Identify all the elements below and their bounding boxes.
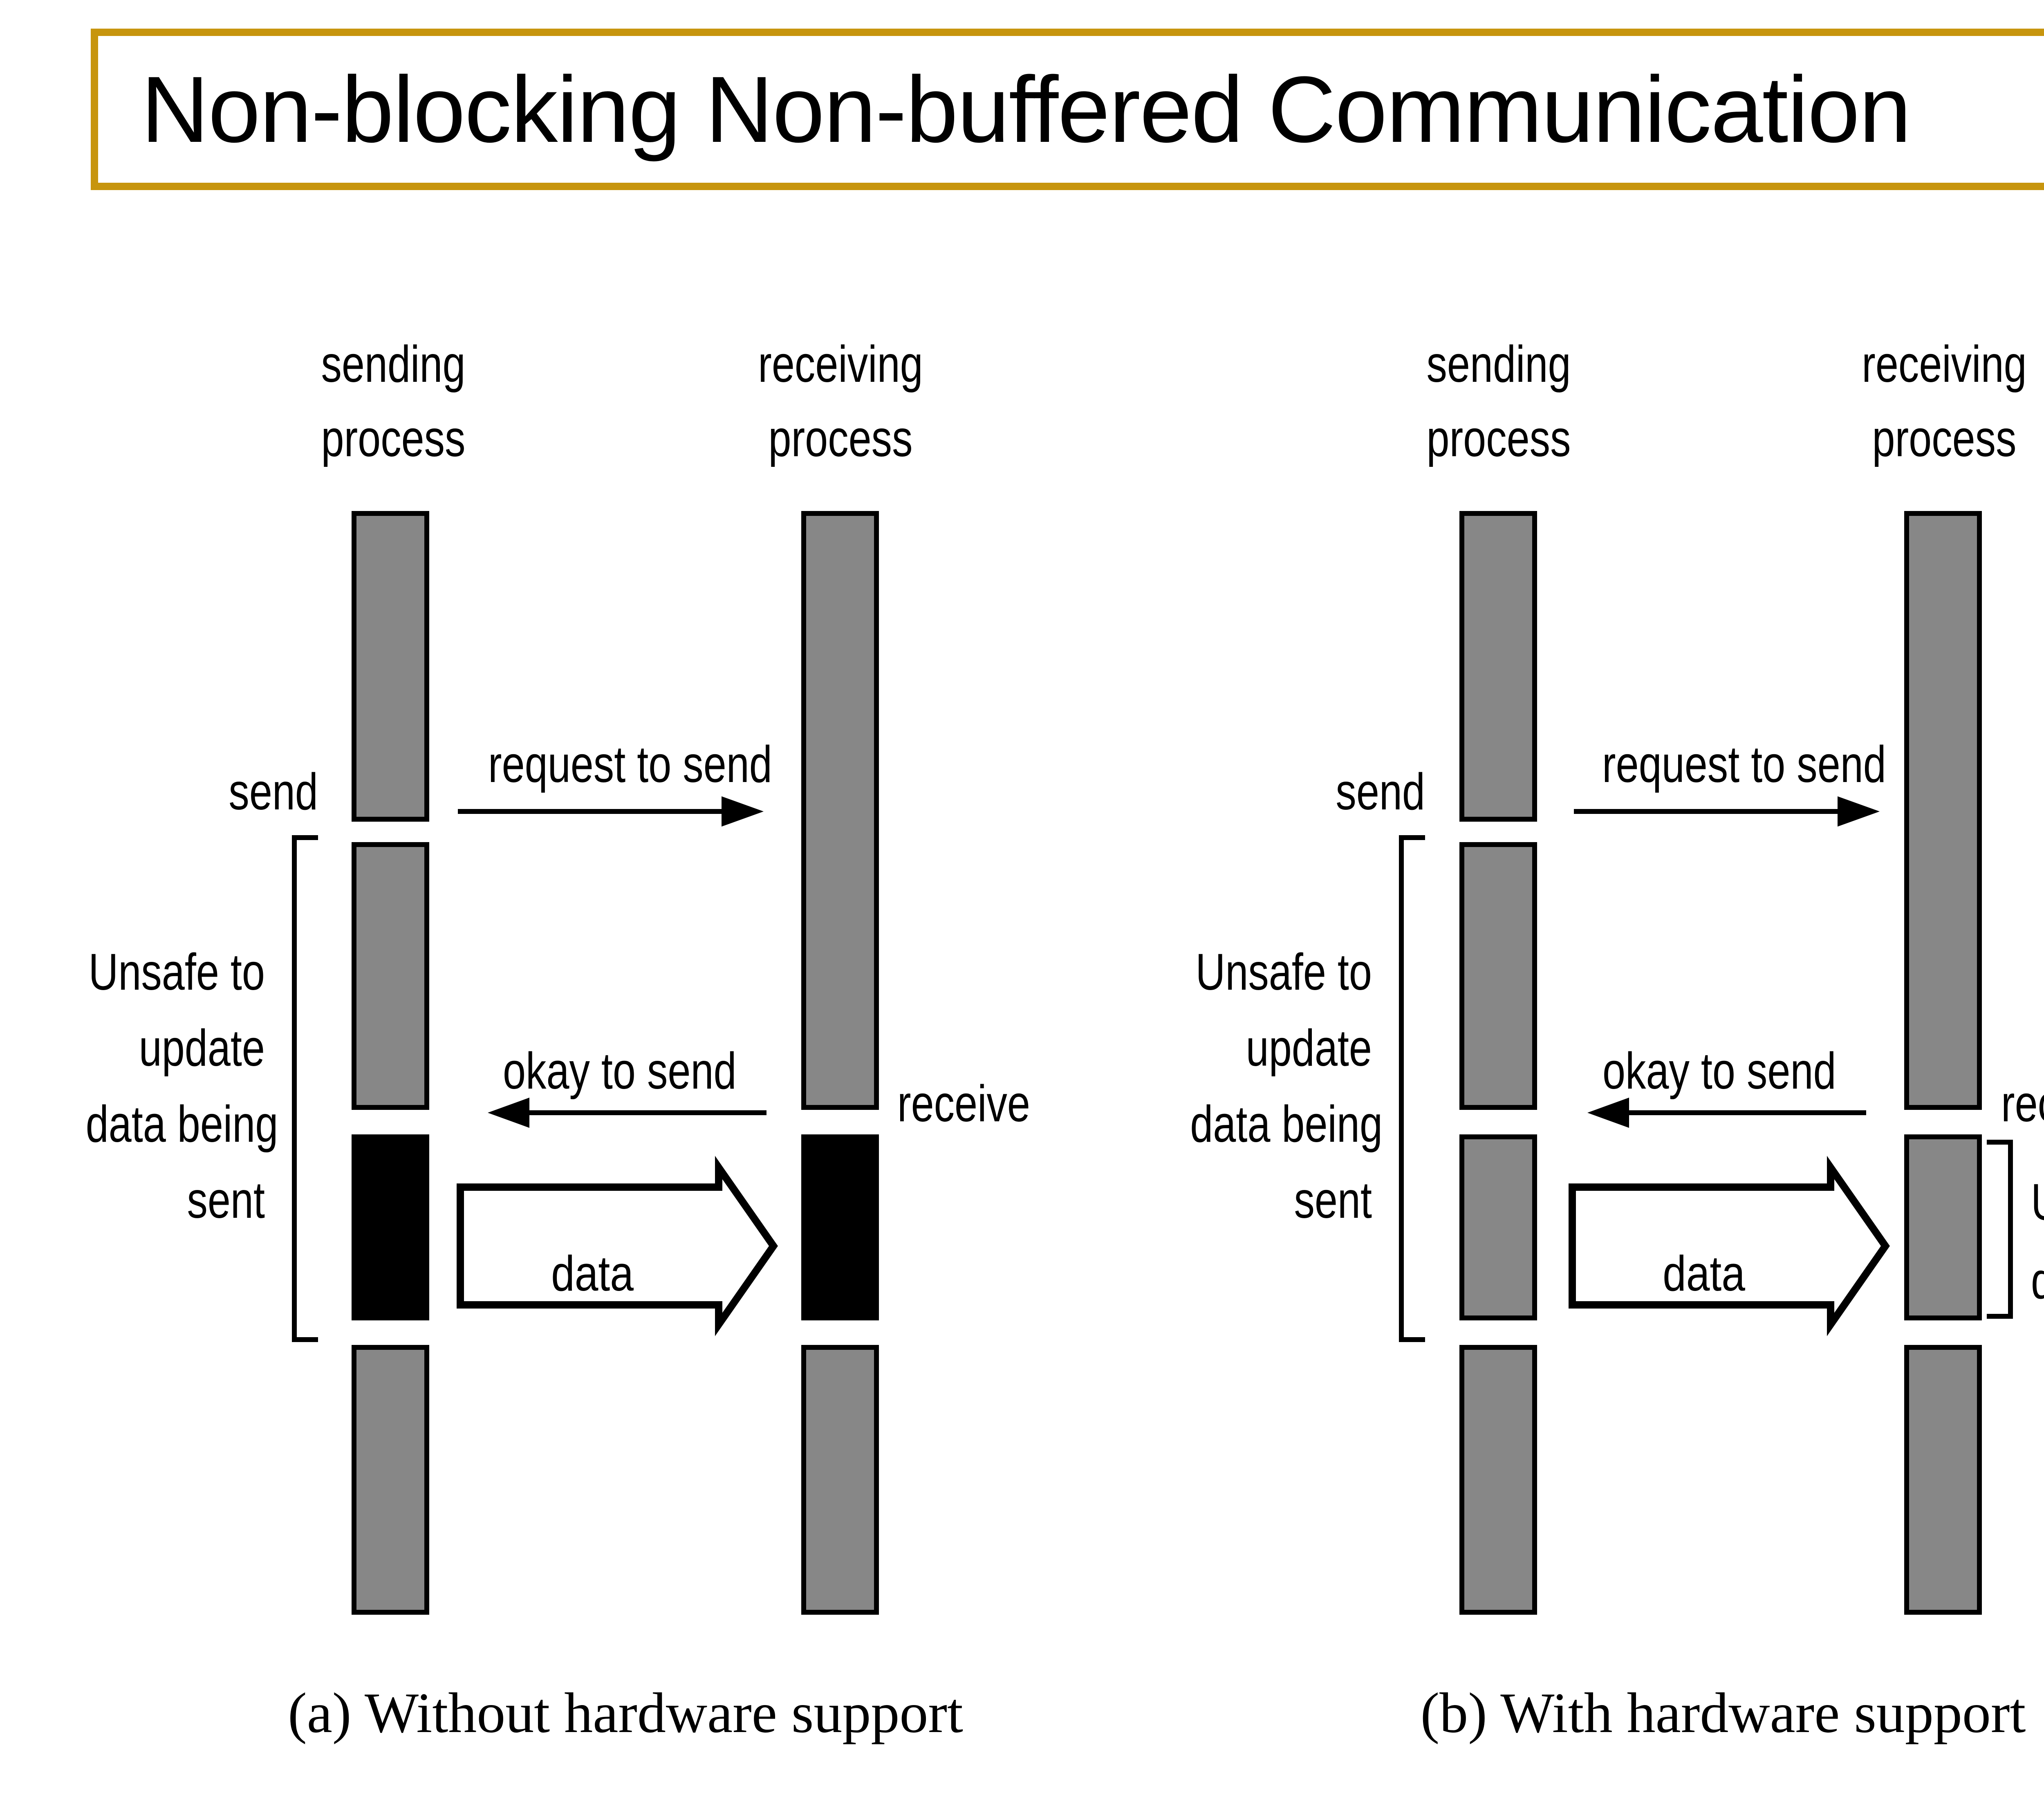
receiving-process-label-b: receiving process xyxy=(1862,335,2027,467)
timeline-segment xyxy=(1459,511,1537,822)
title-box: Non-blocking Non-buffered Communication xyxy=(91,29,2044,190)
request-to-send-arrow-right-icon xyxy=(458,796,764,827)
receive-label-a: receive xyxy=(897,1075,1030,1132)
request-to-send-label-b: request to send xyxy=(1602,735,1886,793)
data-label-b: data xyxy=(1663,1246,1745,1301)
timeline-segment xyxy=(801,511,879,1110)
timeline-segment xyxy=(801,1345,879,1615)
unsafe-read-bracket-b xyxy=(1987,1140,2013,1319)
okay-to-send-arrow-left-icon xyxy=(1587,1098,1866,1128)
timeline-segment xyxy=(1459,1345,1537,1615)
unsafe-update-bracket-a xyxy=(292,835,318,1342)
unsafe-update-label-b: Unsafe to update data being sent xyxy=(1190,943,1383,1229)
page-title: Non-blocking Non-buffered Communication xyxy=(141,57,1911,162)
timeline-segment xyxy=(352,511,429,822)
okay-to-send-label-b: okay to send xyxy=(1602,1042,1836,1100)
timeline-segment xyxy=(352,1345,429,1615)
timeline-segment xyxy=(1904,1134,1982,1320)
timeline-segment xyxy=(1904,1345,1982,1615)
receiving-process-label-a: receiving process xyxy=(758,335,923,467)
unsafe-update-bracket-b xyxy=(1399,835,1425,1342)
timeline-segment xyxy=(1459,1134,1537,1320)
send-label-a: send xyxy=(229,763,318,820)
okay-to-send-arrow-left-icon xyxy=(488,1098,766,1128)
sending-process-label-a: sending process xyxy=(321,335,466,467)
request-to-send-label-a: request to send xyxy=(488,735,772,793)
caption-b: (b) With hardware support xyxy=(1420,1681,2026,1745)
data-block-arrow-b xyxy=(1569,1156,1890,1336)
receive-label-b: receive xyxy=(2001,1075,2044,1132)
request-to-send-arrow-right-icon xyxy=(1574,796,1880,827)
data-block-arrow-a xyxy=(457,1156,778,1336)
data-label-a: data xyxy=(551,1246,634,1301)
send-label-b: send xyxy=(1336,763,1425,820)
timeline-segment xyxy=(1904,511,1982,1110)
unsafe-update-label-a: Unsafe to update data being sent xyxy=(85,943,278,1229)
timeline-segment-unsafe xyxy=(352,1134,429,1320)
caption-a: (a) Without hardware support xyxy=(288,1681,963,1745)
timeline-segment-unsafe xyxy=(801,1134,879,1320)
timeline-segment xyxy=(352,842,429,1110)
okay-to-send-label-a: okay to send xyxy=(503,1042,737,1100)
timeline-segment xyxy=(1459,842,1537,1110)
sending-process-label-b: sending process xyxy=(1426,335,1571,467)
